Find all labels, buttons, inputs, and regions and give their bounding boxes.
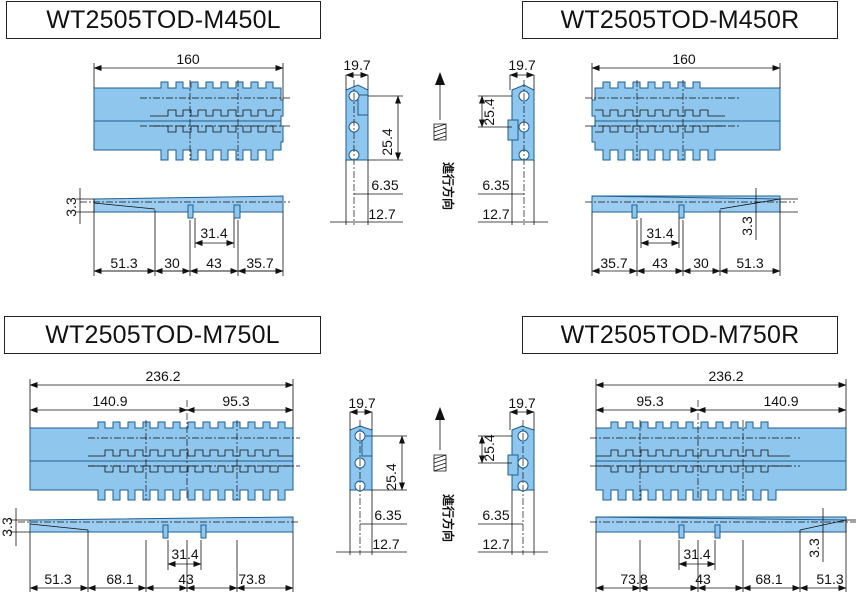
side-pitch-1: 25.4 xyxy=(379,128,395,155)
m450r-profile-view: 35.7 43 30 51.3 31.4 3.3 xyxy=(585,188,798,276)
m450r-plan-view: 160 xyxy=(585,51,781,161)
m450l-dim-4: 35.7 xyxy=(246,255,273,271)
title-m750r: WT2505TOD-M750R xyxy=(522,316,838,354)
m450l-bottom-row xyxy=(93,120,284,161)
m750r-dim-4: 51.3 xyxy=(816,571,843,587)
m750r-dim-1: 73.8 xyxy=(620,571,647,587)
side-top-width-2: 19.7 xyxy=(508,57,535,73)
m750r-profile-view: 31.4 73.8 43 68.1 51.3 3.3 xyxy=(590,508,856,592)
m450l-top-row xyxy=(93,81,284,122)
m450l-plan-view: 160 xyxy=(93,51,290,161)
m750r-dim-5: 31.4 xyxy=(683,546,710,562)
side-b-3: 12.7 xyxy=(372,536,399,552)
title-m750l: WT2505TOD-M750L xyxy=(4,316,321,354)
side-view-right-top: 19.7 25.4 6.35 12.7 xyxy=(478,57,548,225)
side-a-1: 6.35 xyxy=(371,177,398,193)
side-view-left-top: 19.7 25.4 6.35 12.7 xyxy=(330,57,403,225)
direction-label-top: 進行方向 xyxy=(441,162,456,210)
m750l-height: 3.3 xyxy=(0,517,15,537)
side-top-width-1: 19.7 xyxy=(343,57,370,73)
side-b-4: 12.7 xyxy=(482,536,509,552)
m450r-top-row xyxy=(591,81,781,122)
m750l-dim-1: 51.3 xyxy=(44,571,71,587)
m750l-plan-view: 236.2 140.9 95.3 xyxy=(29,368,300,501)
side-top-width-3: 19.7 xyxy=(348,395,375,411)
m450r-height: 3.3 xyxy=(739,216,755,236)
m750l-top-row xyxy=(29,421,294,462)
m450r-dim-1: 35.7 xyxy=(600,255,627,271)
m450l-height: 3.3 xyxy=(63,197,79,217)
m750r-dim-2: 43 xyxy=(695,571,711,587)
m750l-dim-2: 68.1 xyxy=(106,571,133,587)
side-top-width-4: 19.7 xyxy=(508,395,535,411)
title-m450l: WT2505TOD-M450L xyxy=(6,1,321,39)
m450l-dim-3: 43 xyxy=(206,255,222,271)
m750l-width-label: 236.2 xyxy=(145,368,180,384)
side-pitch-3: 25.4 xyxy=(383,463,399,490)
m450r-dim-3: 30 xyxy=(693,255,709,271)
direction-label-bottom: 進行方向 xyxy=(441,494,456,542)
side-pitch-4: 25.4 xyxy=(481,434,497,461)
m750l-profile-view: 31.4 51.3 68.1 43 73.8 3.3 xyxy=(0,508,300,592)
side-view-right-bottom: 19.7 25.4 6.35 12.7 xyxy=(478,395,548,555)
m750r-w2-label: 140.9 xyxy=(763,393,798,409)
m450l-dim-1: 51.3 xyxy=(110,255,137,271)
m450r-dim-5: 31.4 xyxy=(646,225,673,241)
m450r-bottom-row xyxy=(591,120,781,161)
m750r-height: 3.3 xyxy=(806,538,822,558)
title-m450r: WT2505TOD-M450R xyxy=(522,1,838,39)
m750r-bottom-row xyxy=(595,460,847,501)
side-a-4: 6.35 xyxy=(482,507,509,523)
m750l-w2-label: 95.3 xyxy=(222,393,249,409)
m750r-w1-label: 95.3 xyxy=(636,393,663,409)
m750l-dim-3: 43 xyxy=(178,571,194,587)
m750l-dim-5: 31.4 xyxy=(171,546,198,562)
m450r-dim-2: 43 xyxy=(652,255,668,271)
m750r-dim-3: 68.1 xyxy=(755,571,782,587)
m750l-dim-4: 73.8 xyxy=(238,571,265,587)
m450l-dim-5: 31.4 xyxy=(200,225,227,241)
side-a-3: 6.35 xyxy=(374,507,401,523)
direction-arrow-bottom: 進行方向 xyxy=(433,407,456,542)
side-view-left-bottom: 19.7 25.4 6.35 12.7 xyxy=(336,395,407,555)
m450l-width-label: 160 xyxy=(176,51,200,67)
side-b-2: 12.7 xyxy=(482,206,509,222)
m750r-top-row xyxy=(595,421,847,462)
m750l-w1-label: 140.9 xyxy=(92,393,127,409)
m750r-plan-view: 236.2 95.3 140.9 xyxy=(590,368,847,501)
side-pitch-2: 25.4 xyxy=(481,98,497,125)
direction-arrow-top: 進行方向 xyxy=(433,72,456,210)
m450r-width-label: 160 xyxy=(672,51,696,67)
side-a-2: 6.35 xyxy=(482,177,509,193)
m750r-width-label: 236.2 xyxy=(708,368,743,384)
side-b-1: 12.7 xyxy=(368,206,395,222)
m450r-dim-4: 51.3 xyxy=(736,255,763,271)
m750l-bottom-row xyxy=(29,460,294,501)
m450l-profile-view: 51.3 30 43 35.7 31.4 3.3 xyxy=(63,188,290,276)
m450l-dim-2: 30 xyxy=(164,255,180,271)
